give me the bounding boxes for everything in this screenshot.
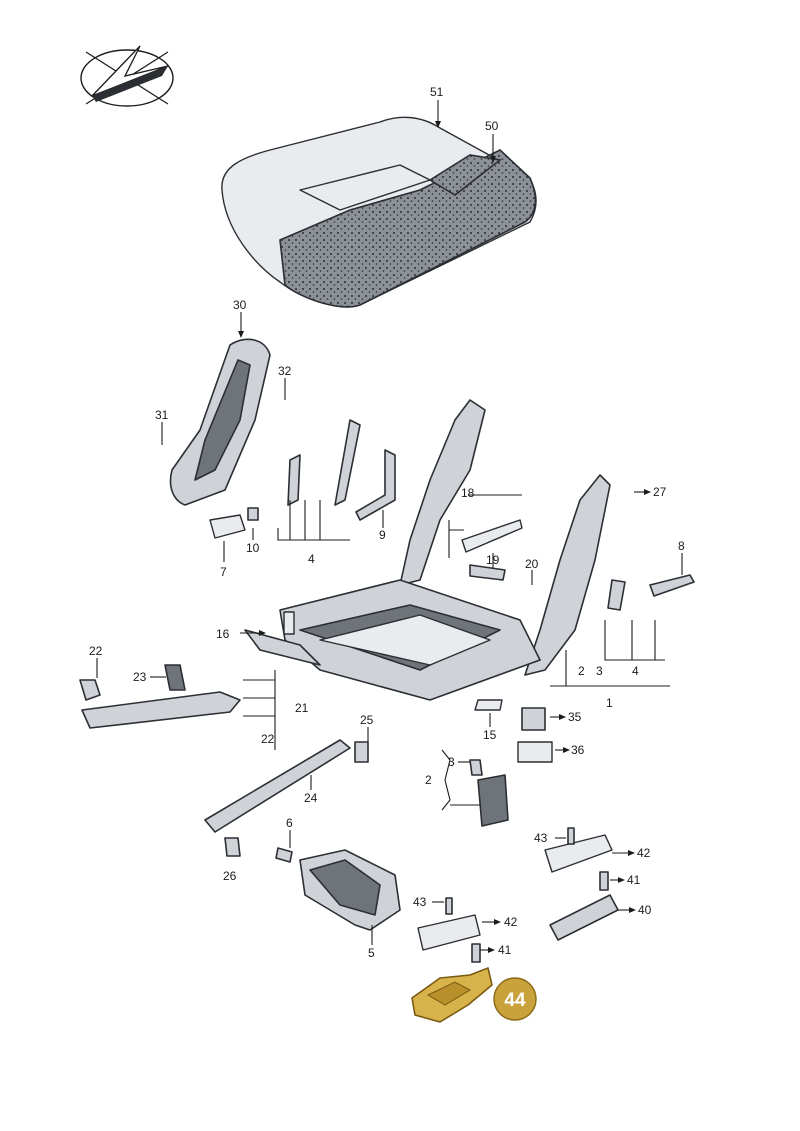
label-31: 31 [155, 408, 169, 422]
label-43-right: 43 [534, 831, 548, 845]
label-19: 19 [486, 553, 500, 567]
side-cover [169, 338, 271, 506]
label-20: 20 [525, 557, 539, 571]
label-9: 9 [379, 528, 386, 542]
label-51: 51 [430, 85, 444, 99]
label-2-frame: 2 [578, 664, 585, 678]
label-22-bottom: 22 [261, 732, 275, 746]
seat-frame [279, 399, 611, 701]
part-44-badge[interactable]: 44 [493, 977, 537, 1021]
label-2-bracket: 2 [425, 773, 432, 787]
label-44: 44 [504, 990, 526, 1011]
label-32: 32 [278, 364, 292, 378]
label-41-right: 41 [627, 873, 641, 887]
label-26: 26 [223, 869, 237, 883]
label-16: 16 [216, 627, 230, 641]
label-6: 6 [286, 816, 293, 830]
label-3-bracket: 3 [448, 755, 455, 769]
paper-plane-logo-icon [80, 45, 174, 107]
label-7: 7 [220, 565, 227, 579]
label-15: 15 [483, 728, 497, 742]
label-4-left: 4 [308, 552, 315, 566]
label-25: 25 [360, 713, 374, 727]
label-50: 50 [485, 119, 499, 133]
label-24: 24 [304, 791, 318, 805]
label-43-left: 43 [413, 895, 427, 909]
label-41-left: 41 [498, 943, 512, 957]
callout-labels: 51 50 30 32 31 10 7 4 9 18 19 20 27 8 2 … [89, 85, 685, 960]
label-42-left: 42 [504, 915, 518, 929]
label-22-top: 22 [89, 644, 103, 658]
label-35: 35 [568, 710, 582, 724]
leader-arrows [238, 121, 651, 953]
label-3-frame: 3 [596, 664, 603, 678]
label-27: 27 [653, 485, 667, 499]
label-36: 36 [571, 743, 585, 757]
label-21: 21 [295, 701, 309, 715]
highlighted-part-44[interactable] [411, 967, 493, 1023]
label-23: 23 [133, 670, 147, 684]
label-30: 30 [233, 298, 247, 312]
label-1: 1 [606, 696, 613, 710]
label-18: 18 [461, 486, 475, 500]
label-5: 5 [368, 946, 375, 960]
label-40: 40 [638, 903, 652, 917]
label-4-right: 4 [632, 664, 639, 678]
label-42-right: 42 [637, 846, 651, 860]
label-10: 10 [246, 541, 260, 555]
seat-cushion [221, 116, 537, 308]
small-parts [79, 419, 695, 963]
label-8: 8 [678, 539, 685, 553]
